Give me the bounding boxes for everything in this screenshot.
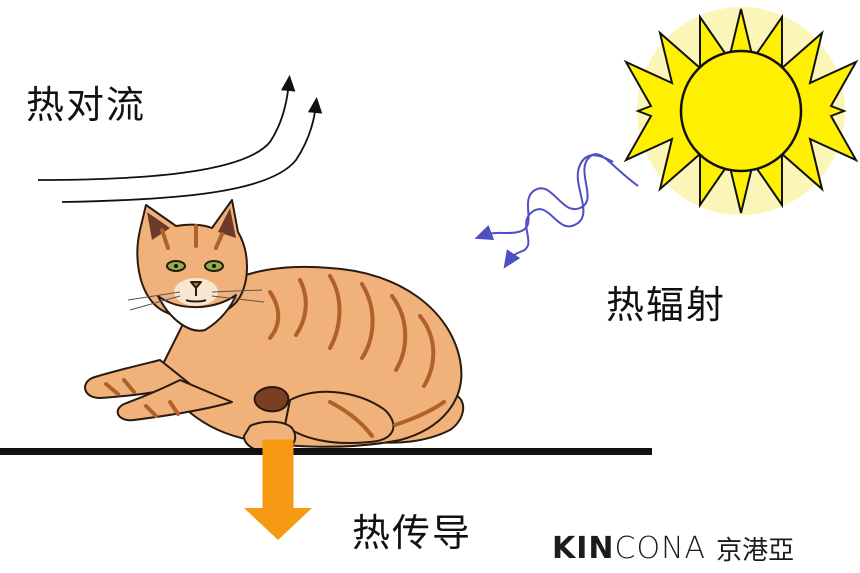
down-arrow-icon xyxy=(244,439,312,540)
logo-bold-part: KIN xyxy=(552,530,615,566)
logo-light-part: CONA xyxy=(614,530,707,566)
sun-disk xyxy=(679,49,803,173)
sun-icon xyxy=(623,7,859,215)
kincona-logo: KIN CONA 京港亞 xyxy=(552,530,794,566)
ground-surface xyxy=(0,448,652,455)
wavy-arrow-icon xyxy=(474,153,639,269)
cat-body xyxy=(159,265,463,448)
logo-chinese: 京港亞 xyxy=(716,535,795,566)
cat-chest xyxy=(157,294,237,332)
conduction-label: 热传导 xyxy=(352,511,473,555)
curved-arrow-icon xyxy=(37,74,323,203)
convection-label: 热对流 xyxy=(26,83,147,127)
radiation-label: 热辐射 xyxy=(606,283,727,327)
cat-illustration xyxy=(84,199,465,454)
cat-front-paw-right xyxy=(116,379,233,422)
